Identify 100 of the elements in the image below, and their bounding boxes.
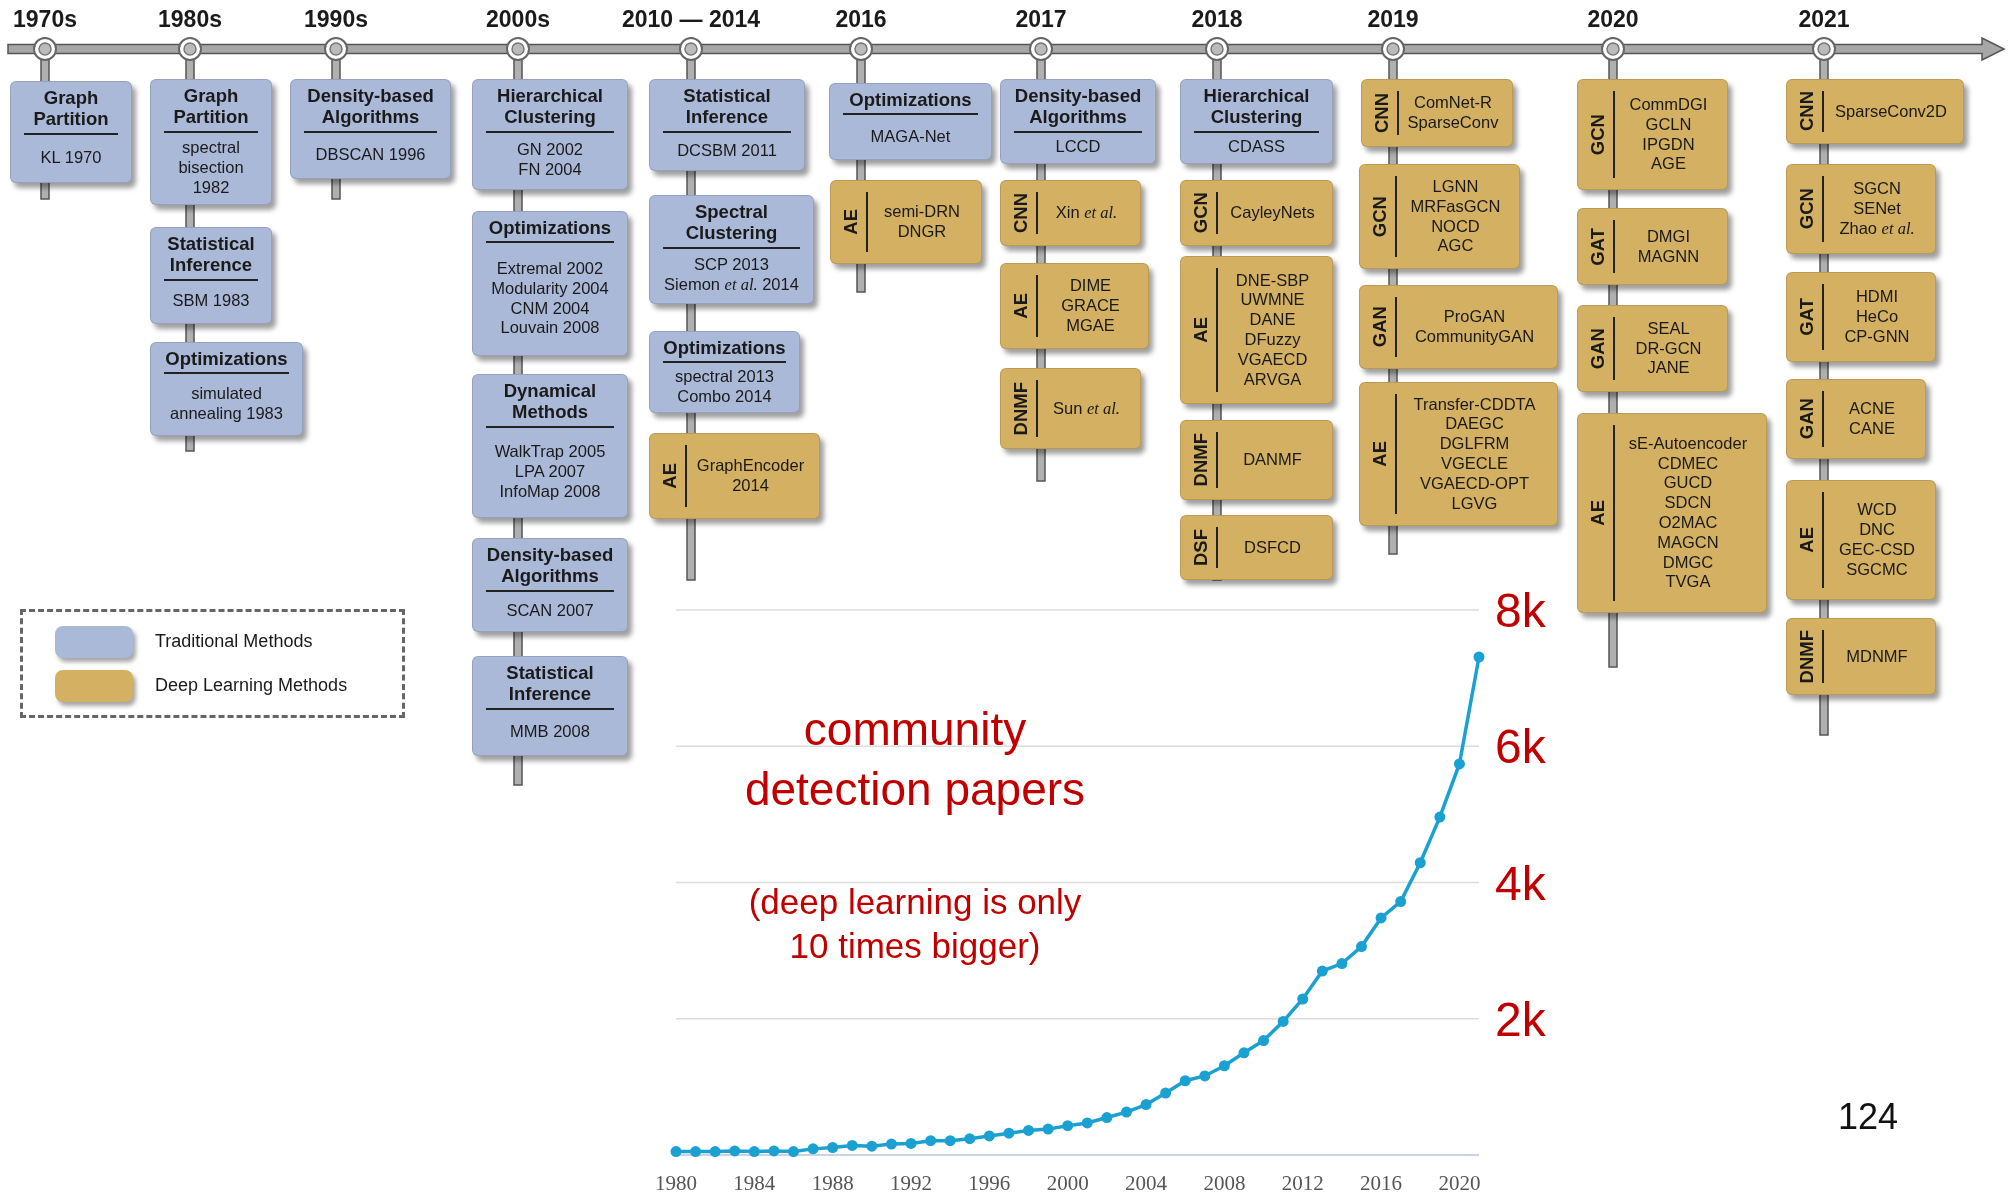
method-name: AGC xyxy=(1437,236,1474,257)
method-name: AGE xyxy=(1651,154,1686,175)
method-name: WalkTrap 2005 xyxy=(494,442,606,462)
category-tag: GAT xyxy=(1797,298,1817,336)
method-name: Extremal 2002 xyxy=(496,259,604,279)
category-tag: AE xyxy=(1370,441,1390,467)
era-label: 2021 xyxy=(1798,6,1850,33)
method-name: SGCMC xyxy=(1846,559,1908,580)
method-name: MDNMF xyxy=(1846,646,1908,667)
method-name: ProGAN xyxy=(1443,307,1506,327)
method-name: DSFCD xyxy=(1244,537,1301,558)
method-name: DGLFRM xyxy=(1439,434,1510,454)
method-name: CNM 2004 xyxy=(510,298,590,319)
deep-learning-method-card xyxy=(1359,382,1558,526)
axis-tick-label: 2012 xyxy=(1281,1171,1324,1194)
category-heading: Spectral Clustering xyxy=(663,201,800,249)
method-name: DMGC xyxy=(1662,552,1714,573)
category-tag: DNMF xyxy=(1797,629,1817,684)
method-name: CDASS xyxy=(1228,137,1285,158)
deep-learning-method-card xyxy=(1786,272,1936,362)
deep-learning-method-card xyxy=(1180,515,1333,580)
method-name: DMGI xyxy=(1646,226,1691,247)
deep-learning-method-card xyxy=(1000,263,1149,349)
category-tag: CNN xyxy=(1011,192,1031,234)
traditional-method-card xyxy=(649,331,800,413)
method-name: Siemon et al. 2014 xyxy=(664,275,799,296)
method-name: ComNet-R xyxy=(1414,93,1492,113)
era-label: 1980s xyxy=(158,6,222,33)
category-heading: Graph Partition xyxy=(164,85,258,133)
method-name: sE-Autoencoder xyxy=(1628,433,1748,454)
legend-label: Deep Learning Methods xyxy=(155,675,348,696)
category-tag: AE xyxy=(1588,500,1608,526)
method-name: simulated annealing 1983 xyxy=(169,384,284,424)
deep-learning-method-card xyxy=(649,433,820,519)
traditional-method-card xyxy=(150,342,303,436)
deep-learning-method-card xyxy=(1180,420,1333,500)
era-label: 2019 xyxy=(1367,6,1419,33)
era-label: 1990s xyxy=(304,6,368,33)
method-name: DNC xyxy=(1859,520,1895,540)
deep-learning-method-card xyxy=(1786,618,1936,695)
category-tag: GCN xyxy=(1370,195,1390,238)
method-name: GEC-CSD xyxy=(1838,540,1916,560)
category-heading: Optimizations xyxy=(843,89,978,116)
method-name: DR-GCN xyxy=(1635,338,1702,359)
era-label: 2016 xyxy=(835,6,887,33)
category-tag: AE xyxy=(841,209,861,235)
deep-learning-method-card xyxy=(1577,79,1728,190)
method-name: MRFasGCN xyxy=(1410,196,1501,217)
category-heading: Density-based Algorithms xyxy=(304,85,437,133)
category-heading: Optimizations xyxy=(663,337,786,364)
category-tag: DNMF xyxy=(1011,381,1031,436)
chart-annotation: (deep learning is only 10 times bigger) xyxy=(747,881,1083,967)
deep-learning-method-card xyxy=(1000,368,1141,449)
category-tag: GAN xyxy=(1370,306,1390,348)
method-name: VGAECD-OPT xyxy=(1419,473,1530,494)
method-name: spectral 2013 xyxy=(674,367,775,388)
method-name: GraphEncoder 2014 xyxy=(695,456,806,496)
deep-learning-method-card xyxy=(1786,379,1926,459)
traditional-method-card xyxy=(150,79,272,205)
traditional-method-card xyxy=(649,79,805,171)
page-number: 124 xyxy=(1838,1096,1899,1138)
method-name: Xin et al. xyxy=(1055,203,1118,223)
traditional-method-card xyxy=(1000,79,1156,164)
axis-tick-label: 4k xyxy=(1495,856,1546,910)
method-name: SparseConv xyxy=(1407,113,1499,133)
method-name: GUCD xyxy=(1663,473,1713,494)
axis-tick-label: 1980 xyxy=(655,1171,697,1194)
traditional-method-card xyxy=(1180,79,1333,164)
traditional-method-card xyxy=(649,195,814,304)
method-name: MGAE xyxy=(1066,315,1115,336)
category-tag: AE xyxy=(1797,527,1817,553)
method-name: Louvain 2008 xyxy=(500,318,600,339)
method-name: CP-GNN xyxy=(1844,326,1910,347)
era-label: 2018 xyxy=(1191,6,1243,33)
method-name: DAEGC xyxy=(1445,414,1504,435)
traditional-method-card xyxy=(150,227,272,324)
deep-learning-method-card xyxy=(1577,413,1767,613)
category-tag: AE xyxy=(1191,317,1211,343)
traditional-method-card xyxy=(829,83,992,160)
method-name: SparseConv2D xyxy=(1835,101,1947,122)
method-name: SEAL xyxy=(1647,318,1690,339)
era-label: 1970s xyxy=(13,6,77,33)
era-label: 2010 — 2014 xyxy=(621,6,761,33)
category-heading: Hierarchical Clustering xyxy=(486,85,614,133)
method-name: LGNN xyxy=(1432,176,1479,197)
axis-tick-label: 2004 xyxy=(1125,1171,1168,1194)
method-name: Modularity 2004 xyxy=(491,278,609,299)
category-tag: CNN xyxy=(1797,91,1817,132)
method-name: CANE xyxy=(1849,419,1895,439)
category-heading: Graph Partition xyxy=(24,87,118,135)
traditional-method-card xyxy=(472,374,628,518)
deep-learning-method-card xyxy=(1786,164,1936,254)
traditional-method-card xyxy=(472,538,628,632)
method-name: DANE xyxy=(1249,310,1296,330)
category-heading: Statistical Inference xyxy=(663,85,791,133)
method-name: GCLN xyxy=(1645,114,1692,135)
axis-tick-label: 1992 xyxy=(890,1171,932,1194)
category-heading: Density-based Algorithms xyxy=(486,544,614,592)
category-tag: GAN xyxy=(1588,327,1608,370)
method-name: SBM 1983 xyxy=(172,291,250,312)
